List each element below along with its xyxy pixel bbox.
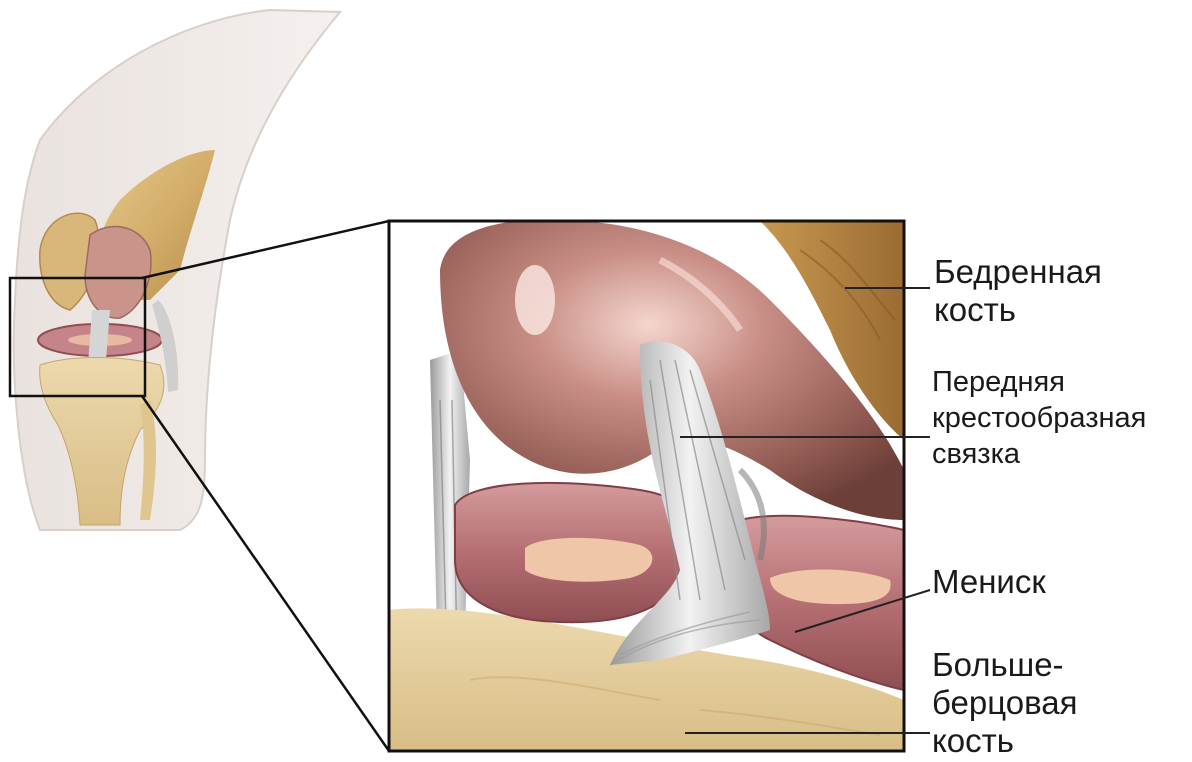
label-femur-line1: Бедренная — [934, 253, 1102, 291]
inset-meniscus-left-hole — [525, 538, 652, 582]
label-meniscus: Мениск — [932, 563, 1046, 601]
label-femur: Бедренная кость — [934, 253, 1102, 329]
label-acl-line1: Передняя — [932, 364, 1146, 400]
label-tibia-line3: кость — [932, 722, 1078, 760]
label-tibia: Больше- берцовая кость — [932, 646, 1078, 760]
label-tibia-line2: берцовая — [932, 684, 1078, 722]
magnified-inset — [389, 220, 904, 751]
label-acl-line2: крестообразная — [932, 400, 1146, 436]
label-acl: Передняя крестообразная связка — [932, 364, 1146, 472]
label-femur-line2: кость — [934, 291, 1102, 329]
label-tibia-line1: Больше- — [932, 646, 1078, 684]
label-acl-line3: связка — [932, 436, 1146, 472]
label-meniscus-line1: Мениск — [932, 563, 1046, 601]
zoom-connector-bottom — [142, 396, 389, 751]
